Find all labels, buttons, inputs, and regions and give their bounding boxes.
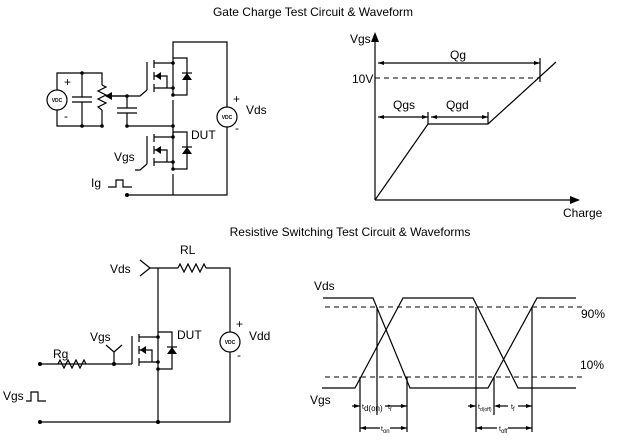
vgs-label: Vgs xyxy=(114,150,135,164)
gate-charge-curve xyxy=(374,61,557,201)
vds-label: Vds xyxy=(246,103,267,117)
upper-mosfet xyxy=(146,57,193,98)
level-90-label: 90% xyxy=(581,307,605,321)
vds-label: Vds xyxy=(110,262,131,276)
vds-trace xyxy=(323,297,576,389)
rl-label: RL xyxy=(180,243,196,257)
rg-resistor xyxy=(57,358,87,370)
ig-label: Ig xyxy=(91,176,101,190)
vds-probe-icon xyxy=(139,259,151,277)
ton-label: ton xyxy=(381,426,390,435)
vgs-pulse-label: Vgs xyxy=(3,389,24,403)
rg-label: Rg xyxy=(53,347,68,361)
dut-mosfet xyxy=(131,331,178,372)
minus-sign: - xyxy=(235,121,239,135)
resistive-switching-title: Resistive Switching Test Circuit & Wavef… xyxy=(230,225,471,239)
dut-mosfet xyxy=(146,131,193,172)
dut-label: DUT xyxy=(177,328,202,342)
minus-sign: - xyxy=(64,109,68,123)
vds-label: Vds xyxy=(314,279,335,293)
potentiometer xyxy=(96,84,108,111)
resistive-switching-circuit: VDC + - Vdd Vds RL DUT Vgs Rg Vgs xyxy=(3,243,270,424)
tr-label: tr xyxy=(388,404,392,413)
td-off-label: td(off) xyxy=(478,404,492,413)
level-label: 10V xyxy=(352,72,373,86)
qg-label: Qg xyxy=(450,48,466,62)
toff-label: toff xyxy=(499,426,508,435)
vgs-trace xyxy=(322,297,576,389)
qgd-label: Qgd xyxy=(446,98,469,112)
vdc-label: VDC xyxy=(52,98,63,104)
pulse-icon xyxy=(26,391,46,402)
vgs-label: Vgs xyxy=(310,393,331,407)
vdc-source-2 xyxy=(216,106,238,128)
vdd-label: Vdd xyxy=(249,329,270,343)
gate-charge-title: Gate Charge Test Circuit & Waveform xyxy=(213,5,413,19)
qgs-label: Qgs xyxy=(393,98,415,112)
pulse-icon xyxy=(108,179,132,188)
x-axis-label: Charge xyxy=(563,206,603,220)
plus-sign: + xyxy=(64,75,71,89)
gate-charge-circuit: VDC + - VDC + - Vds DUT Vgs Ig xyxy=(46,41,267,197)
plus-sign: + xyxy=(233,92,240,106)
vdc-source-1 xyxy=(46,89,68,111)
level-10-label: 10% xyxy=(580,358,604,372)
gate-charge-waveform: Vgs Charge 10V Qg Qgs Qgd xyxy=(350,32,603,220)
vgs-label: Vgs xyxy=(90,330,111,344)
plus-sign: + xyxy=(236,317,243,331)
vgs-probe-icon xyxy=(105,344,123,364)
vdd-source xyxy=(219,331,241,353)
tf-label: tf xyxy=(511,404,515,413)
rl-resistor xyxy=(177,262,207,274)
switching-waveform: Vds Vgs 90% 10% xyxy=(310,279,605,435)
dut-label: DUT xyxy=(191,128,216,142)
td-on-label: td(on) xyxy=(362,404,383,413)
y-axis-label: Vgs xyxy=(350,32,371,46)
vdc-label: VDC xyxy=(222,115,233,121)
vdc-label: VDC xyxy=(225,340,236,346)
minus-sign: - xyxy=(237,348,241,362)
